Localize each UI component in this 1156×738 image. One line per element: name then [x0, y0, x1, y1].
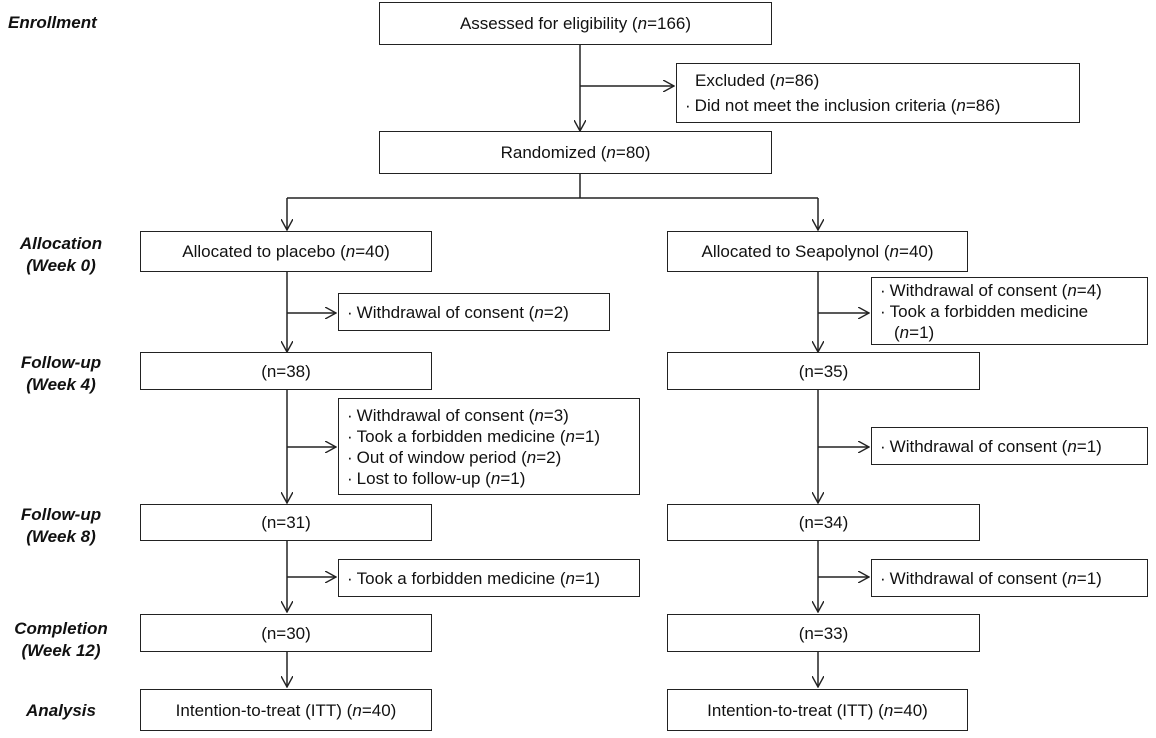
phase-followup-week8: Follow-up(Week 8) [20, 505, 102, 546]
phase-enrollment: Enrollment [8, 13, 97, 32]
placebo-dropout-week4-box: ·Withdrawal of consent (n=2) [338, 293, 610, 331]
placebo-analysis-box: Intention-to-treat (ITT) (n=40) [140, 689, 432, 731]
seapolynol-dropout-week12-box: ·Withdrawal of consent (n=1) [871, 559, 1148, 597]
seapolynol-week4-box: (n=35) [667, 352, 980, 390]
phase-followup-week4: Follow-up(Week 4) [20, 353, 102, 394]
phase-analysis: Analysis [26, 701, 96, 720]
seapolynol-analysis-box: Intention-to-treat (ITT) (n=40) [667, 689, 968, 731]
seapolynol-dropout-week4-box: ·Withdrawal of consent (n=4) ·Took a for… [871, 277, 1148, 345]
placebo-dropout-week12-box: ·Took a forbidden medicine (n=1) [338, 559, 640, 597]
placebo-dropout-week8-box: ·Withdrawal of consent (n=3) ·Took a for… [338, 398, 640, 495]
excluded-box: Excluded (n=86) ·Did not meet the inclus… [676, 63, 1080, 123]
placebo-allocated-box: Allocated to placebo (n=40) [140, 231, 432, 272]
placebo-week12-box: (n=30) [140, 614, 432, 652]
seapolynol-dropout-week8-box: ·Withdrawal of consent (n=1) [871, 427, 1148, 465]
phase-completion: Completion(Week 12) [14, 619, 108, 660]
seapolynol-week8-box: (n=34) [667, 504, 980, 541]
seapolynol-week12-box: (n=33) [667, 614, 980, 652]
randomized-box: Randomized (n=80) [379, 131, 772, 174]
phase-allocation: Allocation(Week 0) [19, 234, 103, 275]
placebo-week8-box: (n=31) [140, 504, 432, 541]
seapolynol-allocated-box: Allocated to Seapolynol (n=40) [667, 231, 968, 272]
assessed-box: Assessed for eligibility (n=166) [379, 2, 772, 45]
placebo-week4-box: (n=38) [140, 352, 432, 390]
